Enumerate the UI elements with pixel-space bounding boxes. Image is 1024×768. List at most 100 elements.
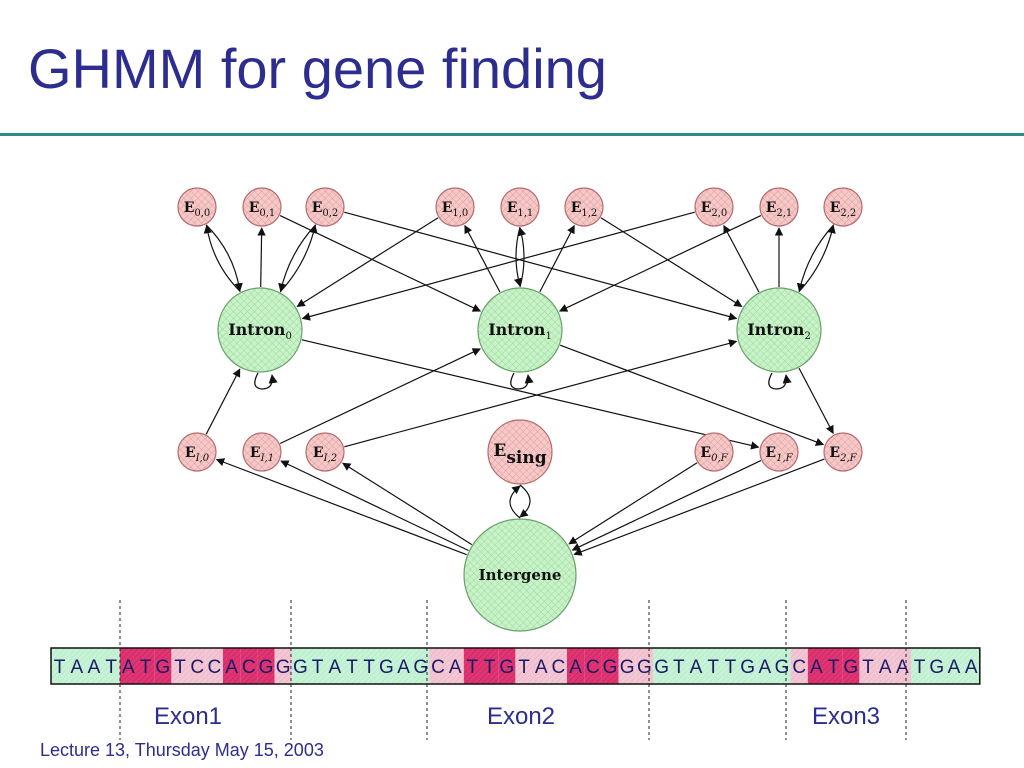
node-label: E2,2: [830, 200, 857, 219]
node-i0: Intron0: [217, 287, 303, 373]
edge-e2f-to-ig: [573, 458, 825, 556]
edge-i2-to-e20: [723, 224, 760, 293]
node-circle: [463, 518, 577, 632]
sequence-cell: [395, 648, 413, 684]
sequence-base: A: [88, 657, 101, 678]
node-ig: Intergene: [463, 518, 577, 632]
sequence-cell: [515, 648, 533, 684]
sequence-cell: [51, 648, 69, 684]
edge-i1-to-e2f: [559, 344, 825, 446]
sequence-cell: [412, 648, 430, 684]
edge-e22-to-i2: [796, 224, 835, 292]
node-circle: [217, 287, 303, 373]
sequence-cell: [876, 648, 894, 684]
sequence-cell: [653, 648, 671, 684]
exon-label: Exon1: [154, 703, 222, 730]
node-circle: [564, 187, 604, 227]
sequence-cell: [670, 648, 688, 684]
sequence-base: T: [105, 657, 117, 678]
node-label: Intergene: [479, 566, 562, 584]
sequence-base: A: [328, 657, 341, 678]
sequence-base: T: [518, 657, 530, 678]
sequence-base: C: [431, 657, 445, 678]
sequence-cell: [102, 648, 120, 684]
node-label: Intron0: [228, 320, 292, 342]
node-label: E0,1: [249, 200, 276, 219]
sequence-base: T: [862, 657, 874, 678]
sequence-base: C: [190, 657, 204, 678]
sequence-cell: [687, 648, 705, 684]
node-ei0: EI,0: [177, 432, 217, 472]
node-label: EI,1: [250, 445, 274, 464]
sequence-cell: [223, 648, 241, 684]
self-loops-layer: [254, 372, 792, 390]
exon-label: Exon3: [812, 703, 880, 730]
edge-e21-to-i1: [558, 215, 762, 312]
sequence-base: G: [654, 657, 669, 678]
node-circle: [694, 432, 734, 472]
sequence-cell: [429, 648, 447, 684]
sequence-cell: [119, 648, 137, 684]
edge-e11-to-i1: [513, 226, 523, 287]
sequence-base: T: [140, 657, 152, 678]
sequence-base: G: [843, 657, 858, 678]
edge-i0-to-e01: [257, 227, 266, 288]
sequence-cell: [240, 648, 258, 684]
sequence-cell: [481, 648, 499, 684]
sequence-base: G: [379, 657, 394, 678]
node-circle: [823, 432, 863, 472]
sequence-cell: [463, 648, 481, 684]
sequence-base: A: [535, 657, 548, 678]
sequence-base: T: [484, 657, 496, 678]
exon-dividers: [119, 600, 907, 740]
sequence-cell: [257, 648, 275, 684]
sequence-cell: [704, 648, 722, 684]
edge-ei0-to-i0: [205, 368, 241, 435]
edge-ig-to-ei1: [280, 460, 469, 552]
sequence-cell: [859, 648, 877, 684]
edge-esing-to-ig: [519, 484, 531, 518]
sequence-cell: [601, 648, 619, 684]
sequence-base: G: [276, 657, 291, 678]
sequence-cell: [928, 648, 946, 684]
sequence-cell: [309, 648, 327, 684]
node-e2f: E2,F: [823, 432, 863, 472]
sequence-base: A: [449, 657, 462, 678]
sequence-base: G: [775, 657, 790, 678]
node-label: E1,2: [571, 200, 598, 219]
node-label: E2,0: [701, 200, 728, 219]
sequence-base: A: [758, 657, 771, 678]
sequence-base: T: [363, 657, 375, 678]
sequence-cell: [807, 648, 825, 684]
self-loop-intron1: [510, 372, 534, 390]
edge-e10-to-i0: [296, 217, 439, 308]
edge-e1f-to-ig: [571, 460, 762, 551]
sequence-cell: [291, 648, 309, 684]
node-circle: [242, 432, 282, 472]
edge-i2-to-e22: [798, 224, 836, 293]
node-label: Intron1: [488, 320, 552, 342]
node-e10: E1,0: [435, 187, 475, 227]
sequence-cell: [326, 648, 344, 684]
title-divider: [0, 133, 1024, 136]
node-circle: [736, 287, 822, 373]
sequence-base: G: [603, 657, 618, 678]
self-loop-intron0: [254, 372, 278, 390]
sequence-base: C: [208, 657, 222, 678]
node-circle: [177, 187, 217, 227]
edge-ei1-to-i1: [279, 348, 481, 445]
edge-ig-to-esing: [509, 485, 521, 519]
edge-ei2-to-i2: [344, 339, 738, 448]
node-circle: [487, 419, 553, 485]
node-label: Intron2: [747, 320, 811, 342]
sequence-cell: [911, 648, 929, 684]
node-ei1: EI,1: [242, 432, 282, 472]
sequence-base: T: [828, 657, 840, 678]
node-circle: [177, 432, 217, 472]
sequence-base: G: [499, 657, 514, 678]
sequence-base: T: [54, 657, 66, 678]
edge-ig-to-ei2: [342, 462, 473, 546]
node-circle: [759, 187, 799, 227]
